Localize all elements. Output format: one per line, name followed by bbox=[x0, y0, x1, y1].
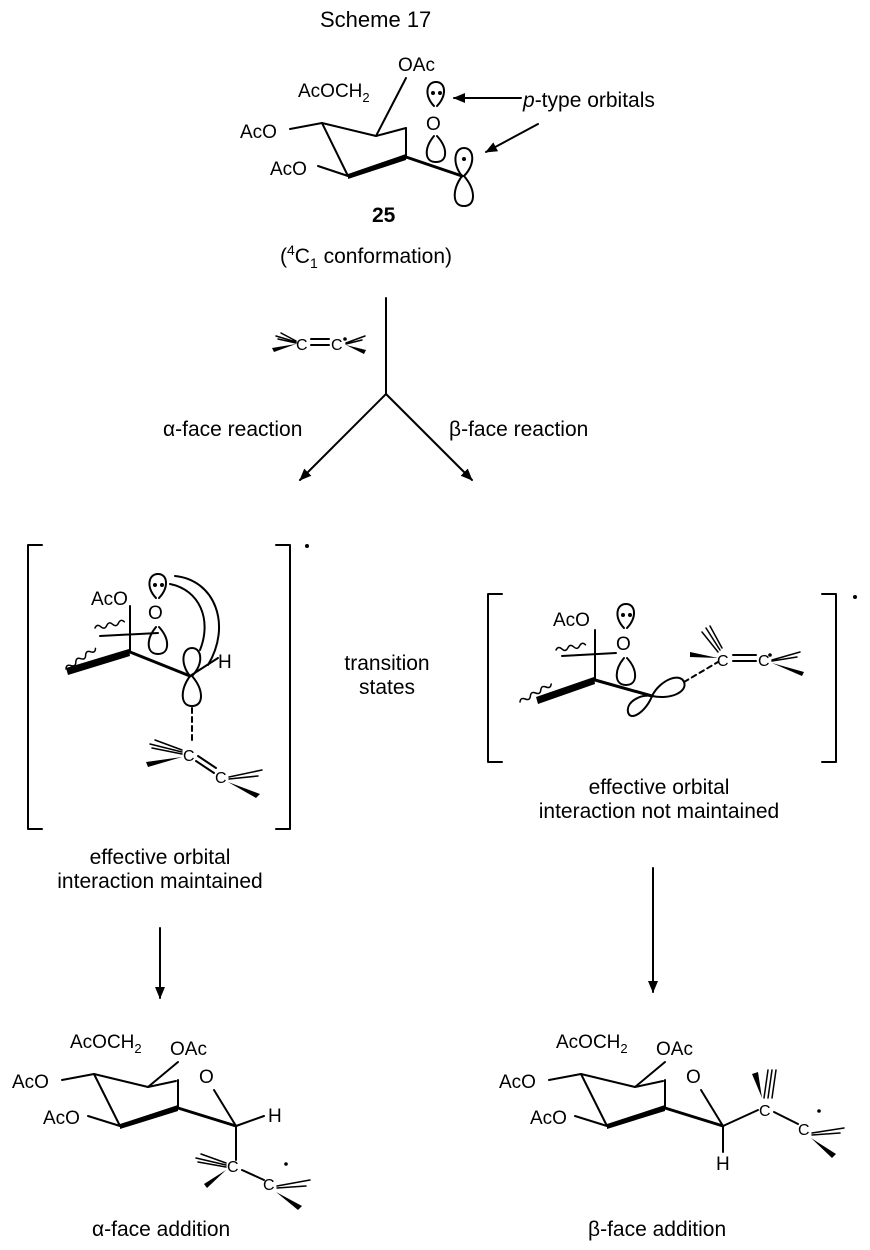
conformation-sup: 4 bbox=[287, 242, 295, 258]
atom-o-beta: O bbox=[686, 1067, 701, 1088]
atom-aco-beta-1: AcO bbox=[499, 1072, 536, 1093]
conformation-open: ( bbox=[280, 245, 287, 268]
atom-c-ts-left-2: C bbox=[215, 770, 227, 787]
beta-reaction-label: β-face reaction bbox=[449, 418, 589, 441]
reaction-arrows: C C bbox=[272, 297, 473, 481]
conformation-label: (4C1 conformation) bbox=[280, 238, 452, 275]
atom-aco-ts-left: AcO bbox=[91, 589, 128, 610]
atom-aco-ts-right: AcO bbox=[553, 610, 590, 631]
atom-c-ts-right-2: C bbox=[758, 653, 770, 670]
alpha-product: AcOCH2 OAc AcO AcO O H C C bbox=[12, 1032, 311, 1210]
transition-line1: transition bbox=[344, 652, 430, 675]
atom-c-ts-right-1: C bbox=[717, 653, 729, 670]
atom-aco-top-1: AcO bbox=[240, 122, 277, 143]
transition-line2: states bbox=[358, 676, 416, 699]
atom-acoch2-top: AcOCH2 bbox=[298, 81, 370, 105]
atom-h-alpha: H bbox=[268, 1106, 282, 1127]
atom-acoch2-top-main: AcOCH bbox=[298, 81, 362, 102]
conformation-c: C bbox=[294, 245, 310, 268]
beta-product: AcOCH2 OAc AcO AcO O H C C bbox=[499, 1032, 845, 1175]
orbital-label-text: -type orbitals bbox=[534, 89, 655, 112]
atom-aco-alpha-1: AcO bbox=[12, 1072, 49, 1093]
beta-product-caption: β-face addition bbox=[588, 1218, 727, 1241]
beta-ts-caption-line2: interaction not maintained bbox=[538, 800, 780, 823]
atom-aco-beta-2: AcO bbox=[530, 1108, 567, 1129]
atom-acoch2-beta-main: AcOCH bbox=[556, 1032, 620, 1053]
scheme-title: Scheme 17 bbox=[320, 7, 432, 32]
atom-c-alpha-1: C bbox=[227, 1159, 239, 1176]
atom-c-reagent-1: C bbox=[296, 337, 308, 354]
atom-acoch2-top-sub: 2 bbox=[362, 90, 369, 105]
conformation-rest: conformation) bbox=[317, 245, 452, 268]
transition-states-label: transition states bbox=[317, 652, 457, 700]
atom-acoch2-alpha: AcOCH2 bbox=[70, 1032, 142, 1056]
atom-c-alpha-2: C bbox=[263, 1177, 275, 1194]
beta-ts-caption: effective orbital interaction not mainta… bbox=[500, 776, 818, 824]
atom-oac-beta: OAc bbox=[656, 1039, 693, 1060]
atom-c-beta-2: C bbox=[798, 1122, 810, 1139]
atom-c-reagent-2: C bbox=[331, 337, 343, 354]
alpha-ts-caption: effective orbital interaction maintained bbox=[20, 846, 300, 894]
atom-oac-alpha: OAc bbox=[170, 1039, 207, 1060]
conformation-sub: 1 bbox=[309, 255, 318, 272]
atom-acoch2-beta-sub: 2 bbox=[620, 1041, 627, 1056]
atom-acoch2-alpha-sub: 2 bbox=[134, 1041, 141, 1056]
atom-acoch2-beta: AcOCH2 bbox=[556, 1032, 628, 1056]
alpha-ts-caption-line2: interaction maintained bbox=[57, 870, 263, 893]
atom-o-ts-left: O bbox=[148, 603, 163, 624]
atom-oac-top: OAc bbox=[398, 55, 435, 76]
atom-aco-top-2: AcO bbox=[270, 159, 307, 180]
compound-number: 25 bbox=[372, 204, 396, 227]
atom-c-beta-1: C bbox=[759, 1103, 771, 1120]
atom-o-ring-top: O bbox=[426, 114, 441, 135]
alpha-product-caption: α-face addition bbox=[92, 1218, 231, 1241]
atom-o-alpha: O bbox=[199, 1067, 214, 1088]
atom-o-ts-right: O bbox=[616, 634, 631, 655]
atom-h-beta: H bbox=[716, 1154, 730, 1175]
alpha-ts-caption-line1: effective orbital bbox=[89, 846, 231, 869]
compound-25: OAc AcOCH2 AcO AcO O bbox=[240, 55, 539, 207]
orbital-label-italic: p bbox=[523, 89, 535, 112]
atom-aco-alpha-2: AcO bbox=[43, 1108, 80, 1129]
atom-h-ts-left: H bbox=[218, 652, 232, 673]
beta-ts-caption-line1: effective orbital bbox=[588, 776, 730, 799]
alpha-transition-state: AcO O H bbox=[27, 544, 309, 830]
alpha-reaction-label: α-face reaction bbox=[163, 418, 303, 441]
atom-c-ts-left-1: C bbox=[183, 748, 195, 765]
atom-acoch2-alpha-main: AcOCH bbox=[70, 1032, 134, 1053]
orbital-label: p-type orbitals bbox=[523, 89, 655, 113]
beta-transition-state: AcO O C C bbox=[487, 593, 857, 763]
